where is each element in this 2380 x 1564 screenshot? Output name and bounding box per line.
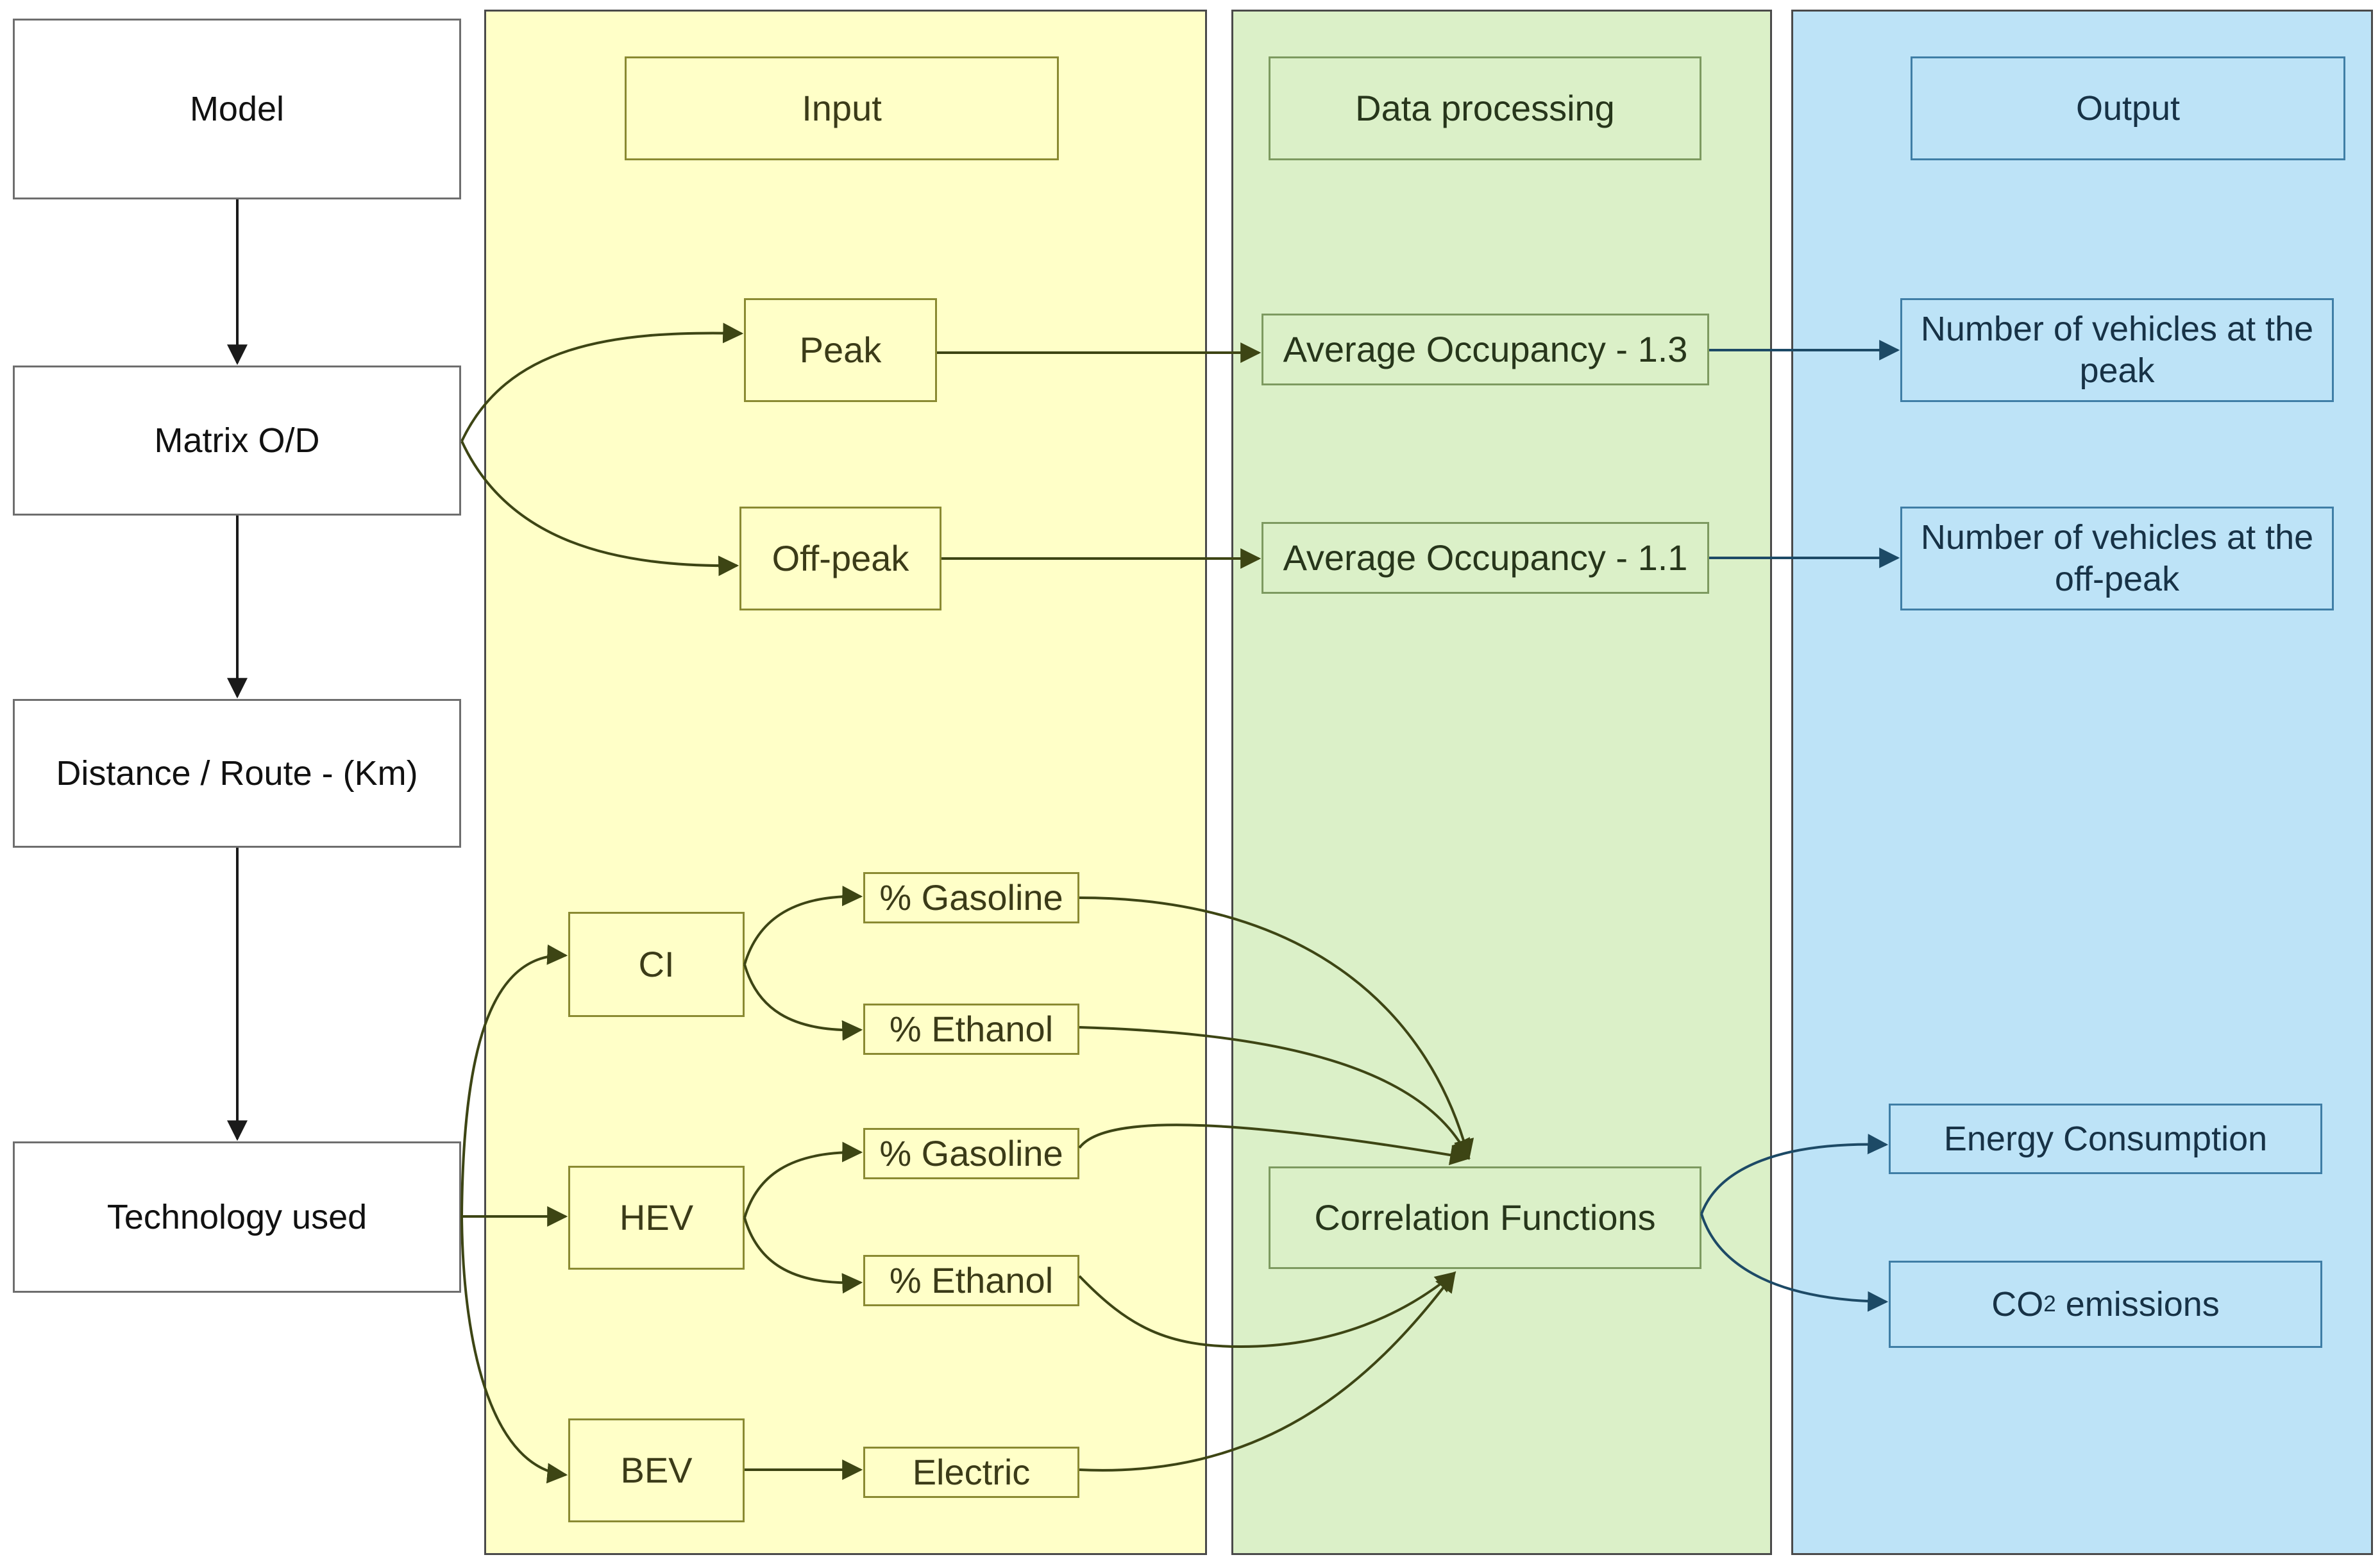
hev-ethanol-box: % Ethanol — [863, 1255, 1079, 1306]
ci-ethanol-box: % Ethanol — [863, 1004, 1079, 1055]
processing-lane — [1231, 10, 1772, 1555]
bev-box: BEV — [568, 1418, 745, 1522]
distance-route-box: Distance / Route - (Km) — [13, 699, 461, 848]
peak-box: Peak — [744, 298, 937, 402]
co2-label-prefix: CO — [1991, 1284, 2044, 1324]
arrow-ci-gasoline-to-correlation — [1079, 896, 1474, 1161]
ci-gasoline-box: % Gasoline — [863, 872, 1079, 923]
arrow-ci-to-ethanol — [743, 964, 863, 1041]
correlation-functions-box: Correlation Functions — [1269, 1166, 1701, 1269]
hev-gasoline-box: % Gasoline — [863, 1128, 1079, 1179]
arrow-electric-to-correlation — [1079, 1271, 1456, 1472]
arrow-correlation-to-energy — [1700, 1134, 1889, 1215]
arrow-hev-to-ethanol — [743, 1217, 863, 1294]
average-occupancy-off-peak-box: Average Occupancy - 1.1 — [1262, 522, 1709, 594]
arrow-hev-ethanol-to-correlation — [1078, 1271, 1456, 1349]
energy-consumption-box: Energy Consumption — [1889, 1104, 2322, 1174]
average-occupancy-peak-box: Average Occupancy - 1.3 — [1262, 314, 1709, 385]
arrow-technology-to-bev — [460, 1216, 568, 1484]
model-header: Model — [13, 19, 461, 199]
arrow-technology-to-ci — [460, 944, 568, 1217]
input-header: Input — [625, 56, 1059, 160]
arrow-correlation-to-co2 — [1700, 1213, 1889, 1312]
arrow-matrix-to-peak — [460, 323, 744, 442]
arrow-ci-ethanol-to-correlation — [1079, 1026, 1470, 1160]
off-peak-box: Off-peak — [739, 507, 941, 610]
output-header: Output — [1911, 56, 2345, 160]
arrow-matrix-to-off-peak — [460, 441, 739, 576]
input-lane — [484, 10, 1207, 1555]
hev-box: HEV — [568, 1166, 745, 1270]
technology-used-box: Technology used — [13, 1141, 461, 1293]
arrow-hev-to-gasoline — [743, 1141, 863, 1218]
electric-box: Electric — [863, 1447, 1079, 1498]
vehicles-at-off-peak-box: Number of vehicles at the off-peak — [1900, 507, 2334, 610]
processing-header: Data processing — [1269, 56, 1701, 160]
arrow-ci-to-gasoline — [743, 886, 863, 965]
co2-label-suffix: emissions — [2055, 1284, 2220, 1324]
matrix-od-box: Matrix O/D — [13, 366, 461, 516]
co2-label-subscript: 2 — [2043, 1291, 2056, 1316]
ci-box: CI — [568, 912, 745, 1017]
vehicles-at-peak-box: Number of vehicles at the peak — [1900, 298, 2334, 402]
arrow-hev-gasoline-to-correlation — [1078, 1123, 1471, 1165]
